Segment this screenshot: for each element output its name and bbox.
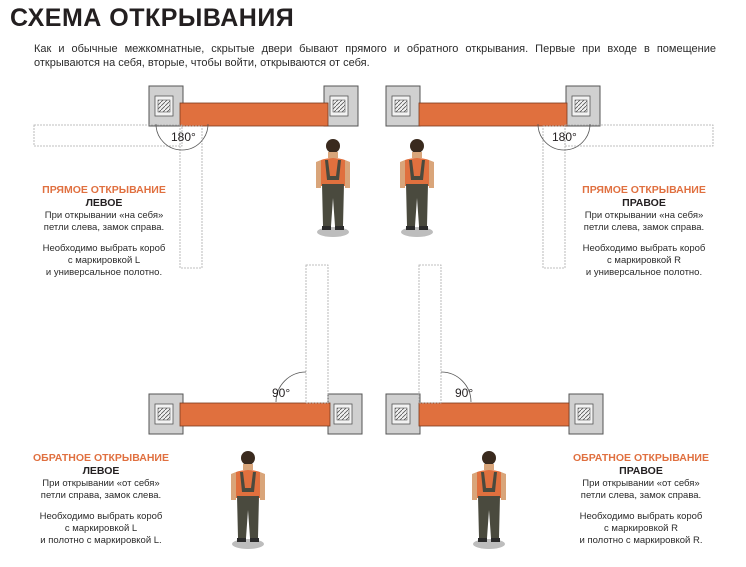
block-line: и полотно с маркировкой L. bbox=[40, 535, 162, 546]
frame-hinge-side bbox=[327, 393, 363, 435]
block-subheading: ПРАВОЕ bbox=[619, 465, 663, 477]
door-leaf bbox=[179, 102, 329, 127]
angle-label: 90° bbox=[455, 386, 473, 400]
text-block-straight-right: ПРЯМОЕ ОТКРЫВАНИЕ ПРАВОЕ При открывании … bbox=[572, 184, 716, 279]
block-line: При открывании «на себя» bbox=[584, 210, 704, 221]
page-title: СХЕМА ОТКРЫВАНИЯ bbox=[10, 4, 295, 32]
block-line: Необходимо выбрать короб bbox=[39, 511, 163, 522]
block-heading: ОБРАТНОЕ ОТКРЫВАНИЕ bbox=[33, 452, 169, 464]
block-line: петли слева, замок справа. bbox=[583, 222, 705, 233]
frame-hinge-side bbox=[385, 393, 421, 435]
door-leaf bbox=[418, 102, 568, 127]
block-line: При открывании «от себя» bbox=[42, 478, 160, 489]
block-line: петли справа, замок слева. bbox=[40, 490, 162, 501]
frame-hinge-side bbox=[148, 85, 184, 127]
scheme-straight-right: 180° bbox=[385, 85, 714, 269]
door-leaf bbox=[179, 402, 331, 427]
frame-lock-side bbox=[385, 85, 421, 127]
frame-lock-side bbox=[568, 393, 604, 435]
frame-lock-side bbox=[148, 393, 184, 435]
block-subheading: ПРАВОЕ bbox=[622, 197, 666, 209]
angle-label: 180° bbox=[171, 130, 196, 144]
block-line: При открывании «от себя» bbox=[582, 478, 700, 489]
frame-hinge-side bbox=[565, 85, 601, 127]
block-line: с маркировкой R bbox=[607, 255, 681, 266]
block-line: петли слева, замок справа. bbox=[43, 222, 165, 233]
text-block-reverse-left: ОБРАТНОЕ ОТКРЫВАНИЕ ЛЕВОЕ При открывании… bbox=[26, 452, 176, 547]
worker-figure bbox=[231, 451, 265, 549]
text-block-straight-left: ПРЯМОЕ ОТКРЫВАНИЕ ЛЕВОЕ При открывании «… bbox=[34, 184, 174, 279]
angle-label: 180° bbox=[552, 130, 577, 144]
block-line: и универсальное полотно. bbox=[585, 267, 703, 278]
block-line: Необходимо выбрать короб bbox=[42, 243, 166, 254]
scheme-straight-left: 180° bbox=[33, 85, 359, 269]
block-line: и универсальное полотно. bbox=[45, 267, 163, 278]
angle-label: 90° bbox=[272, 386, 290, 400]
frame-lock-side bbox=[323, 85, 359, 127]
block-line: и полотно с маркировкой R. bbox=[579, 535, 703, 546]
block-heading: ПРЯМОЕ ОТКРЫВАНИЕ bbox=[582, 184, 706, 196]
block-line: с маркировкой R bbox=[604, 523, 678, 534]
scheme-reverse-left: 90° bbox=[148, 264, 363, 549]
block-heading: ПРЯМОЕ ОТКРЫВАНИЕ bbox=[42, 184, 166, 196]
block-heading: ОБРАТНОЕ ОТКРЫВАНИЕ bbox=[573, 452, 709, 464]
block-line: с маркировкой L bbox=[64, 523, 138, 534]
block-subheading: ЛЕВОЕ bbox=[85, 197, 123, 209]
block-line: с маркировкой L bbox=[67, 255, 141, 266]
block-line: Необходимо выбрать короб bbox=[582, 243, 706, 254]
door-leaf bbox=[418, 402, 570, 427]
block-line: Необходимо выбрать короб bbox=[579, 511, 703, 522]
intro-paragraph: Как и обычные межкомнатные, скрытые двер… bbox=[34, 43, 716, 69]
block-line: При открывании «на себя» bbox=[44, 210, 164, 221]
block-subheading: ЛЕВОЕ bbox=[82, 465, 120, 477]
scheme-reverse-right: 90° bbox=[385, 264, 604, 549]
worker-figure bbox=[472, 451, 506, 549]
worker-figure bbox=[316, 139, 350, 237]
worker-figure bbox=[400, 139, 434, 237]
text-block-reverse-right: ОБРАТНОЕ ОТКРЫВАНИЕ ПРАВОЕ При открывани… bbox=[566, 452, 716, 547]
block-line: петли слева, замок справа. bbox=[580, 490, 702, 501]
